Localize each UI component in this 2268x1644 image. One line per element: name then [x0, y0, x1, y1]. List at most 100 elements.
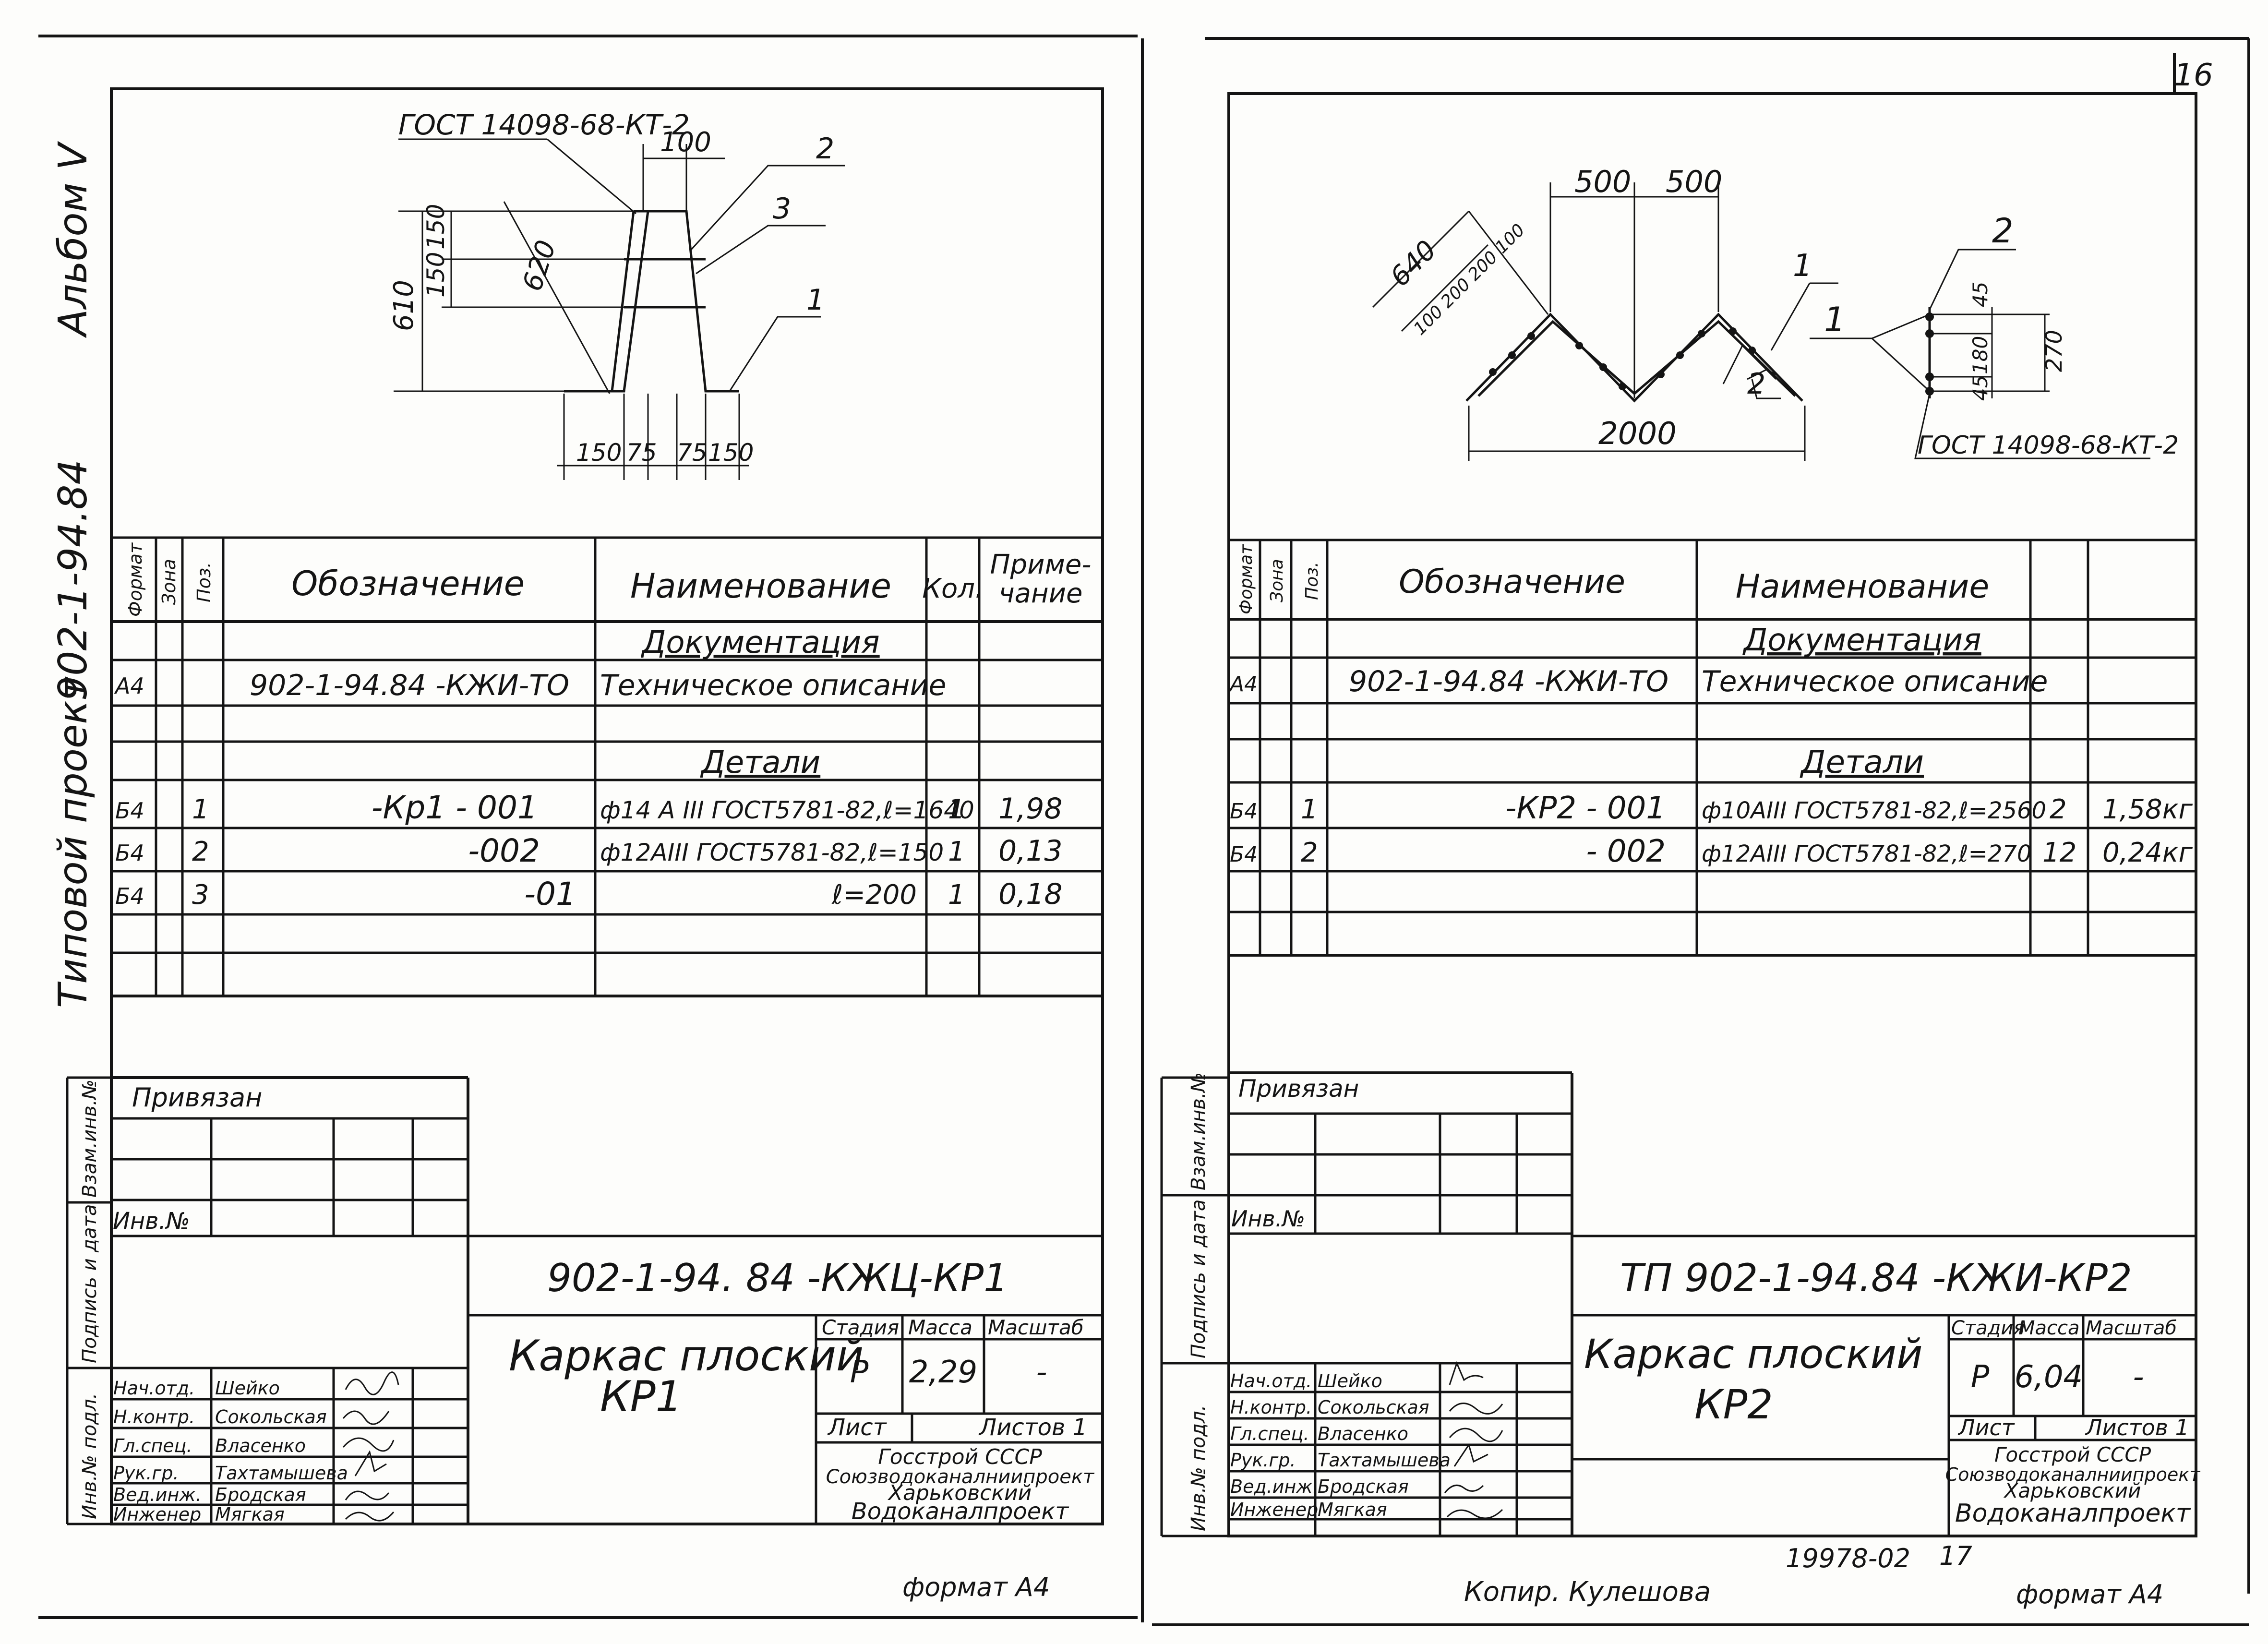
kr2-dim-45b: 45 — [1968, 375, 1992, 401]
signer-role: Рук.гр. — [1230, 1450, 1296, 1471]
table-cell: 1,58кг — [2102, 794, 2193, 825]
signer-role: Инженер — [113, 1504, 201, 1525]
signer-name: Тахтамышева — [1318, 1450, 1451, 1471]
table-cell: А4 — [1228, 672, 1258, 696]
kr1-privyazan: Привязан — [132, 1082, 262, 1113]
kr1-dim-b150l: 150 — [576, 439, 622, 467]
kr2-dim-500b: 500 — [1666, 164, 1722, 199]
kr2-dim-640: 640 — [1384, 234, 1443, 293]
table-cell: ф12АIII ГОСТ5781-82,ℓ=270 — [1702, 840, 2032, 867]
signer-name: Мягкая — [215, 1504, 285, 1525]
kr2-mass-header: Масса — [2018, 1317, 2080, 1339]
kr1-spec-table — [111, 536, 1103, 997]
kr2-side-label-vzam: Взам.инв.№ — [1188, 1072, 1210, 1190]
table-cell: 12 — [2042, 837, 2076, 868]
table-cell: 1,98 — [998, 792, 1063, 826]
signer-name: Тахтамышева — [215, 1463, 348, 1484]
table-cell: ф10АIII ГОСТ5781-82,ℓ=2560 — [1702, 797, 2046, 824]
kr1-dim-b150r: 150 — [708, 439, 754, 467]
kr1-scale-header: Масштаб — [988, 1316, 1084, 1339]
kr1-title-line1: Каркас плоский — [509, 1331, 864, 1380]
kr2-header-designation: Обозначение — [1399, 563, 1625, 601]
kr1-side-labels — [66, 1076, 111, 1525]
kr1-header-pos: Поз. — [193, 562, 215, 602]
kr2-side-labels — [1160, 1076, 1229, 1537]
kr1-dim-150a: 150 — [422, 252, 450, 298]
kr2-spec-table — [1229, 539, 2196, 957]
signer-role: Н.контр. — [1230, 1397, 1312, 1418]
kr1-rows: Документация А4 902-1-94.84 -КЖИ-ТО Техн… — [114, 625, 1063, 912]
signer-role: Вед.инж. — [1230, 1476, 1319, 1497]
signer-role: Нач.отд. — [113, 1378, 195, 1399]
side-album: Альбом V — [50, 141, 96, 338]
table-cell: Документация — [1742, 623, 1981, 658]
table-cell: Б4 — [115, 798, 144, 824]
kr1-side-label-inv: Инв.№ подл. — [79, 1393, 101, 1519]
kr1-dim-610: 610 — [388, 280, 420, 331]
kr1-drawing — [394, 138, 845, 480]
kr1-stamp-code: 902-1-94. 84 -КЖЦ-КР1 — [547, 1256, 1008, 1300]
kr1-callout-2: 2 — [816, 132, 834, 166]
kr2-org-4: Водоканалпроект — [1955, 1499, 2191, 1528]
kr2-header-format: Формат — [1236, 544, 1256, 614]
signer-role: Н.контр. — [113, 1406, 195, 1428]
table-cell: Техническое описание — [600, 669, 946, 702]
table-cell: 902-1-94.84 -КЖИ-ТО — [1349, 665, 1668, 698]
kr1-stage-header: Стадия — [822, 1316, 899, 1339]
table-cell: 1 — [192, 794, 209, 825]
table-cell: 0,18 — [998, 877, 1063, 911]
kr2-scale-header: Масштаб — [2086, 1317, 2177, 1339]
kr1-org-4: Водоканалпроект — [852, 1498, 1069, 1525]
table-cell: Б4 — [115, 840, 144, 866]
table-cell: 3 — [192, 879, 209, 911]
signer-name: Бродская — [215, 1484, 306, 1505]
table-cell: Техническое описание — [1702, 665, 2048, 698]
signer-name: Сокольская — [215, 1406, 327, 1428]
table-cell: Б4 — [1230, 842, 1258, 867]
table-cell: Документация — [640, 625, 879, 660]
table-cell: 1 — [1301, 794, 1318, 825]
kr1-mass-header: Масса — [908, 1316, 972, 1339]
signer-name: Сокольская — [1318, 1397, 1429, 1418]
kr1-inv-no: Инв.№ — [113, 1208, 190, 1235]
kr2-stage: Р — [1971, 1359, 1990, 1395]
kr2-dim-45a: 45 — [1968, 282, 1992, 307]
kr1-gost: ГОСТ 14098-68-КТ-2 — [398, 108, 690, 141]
table-cell: ℓ=200 — [831, 879, 917, 911]
kr2-side-label-podpis: Подпись и дата — [1188, 1200, 1210, 1358]
table-cell: 1 — [948, 879, 965, 911]
kr2-org-3: Харьковский — [2004, 1479, 2141, 1502]
table-cell: 902-1-94.84 -КЖИ-ТО — [250, 669, 569, 702]
kr2-sheet-no: 17 — [1939, 1541, 1972, 1571]
kr1-dim-150b: 150 — [422, 204, 450, 250]
kr2-drawing — [1372, 182, 2150, 461]
table-cell: Детали — [700, 745, 820, 780]
kr2-dim-100s: 100 200 200 100 — [1410, 220, 1529, 339]
kr2-stamp-code: ТП 902-1-94.84 -КЖИ-КР2 — [1620, 1256, 2132, 1300]
kr2-header-name: Наименование — [1736, 568, 1989, 606]
kr1-sheets-label: Листов 1 — [978, 1414, 1087, 1441]
kr2-dim-500a: 500 — [1574, 164, 1631, 199]
kr1-org-3: Харьковский — [888, 1481, 1032, 1505]
kr1-header-name: Наименование — [630, 566, 891, 606]
page-number: 16 — [2174, 58, 2213, 93]
kr1-sheet-label: Лист — [827, 1414, 888, 1441]
kr2-privyazan: Привязан — [1238, 1075, 1359, 1103]
kr1-signers: Нач.отд. Шейко Н.контр. Сокольская Гл.сп… — [113, 1378, 348, 1525]
kr2-header-pos: Поз. — [1302, 562, 1322, 600]
table-cell: ф14 А III ГОСТ5781-82,ℓ=1640 — [600, 796, 974, 824]
signer-role: Инженер — [1230, 1499, 1318, 1520]
kr2-dim-270: 270 — [2041, 330, 2067, 372]
table-cell: 2 — [2050, 794, 2067, 825]
kr1-dim-b75r: 75 — [677, 439, 708, 467]
kr1-dim-top: 100 — [660, 127, 711, 158]
kr1-side-label-vzam: Взам.инв.№ — [79, 1080, 101, 1198]
signer-name: Бродская — [1318, 1476, 1409, 1497]
kr2-stage-header: Стадия — [1951, 1317, 2025, 1339]
table-cell: 1 — [948, 836, 965, 867]
kr1-scale: - — [1036, 1355, 1047, 1390]
table-cell: 1 — [948, 794, 965, 825]
table-cell: 2 — [192, 836, 209, 867]
signer-role: Гл.спец. — [113, 1435, 192, 1456]
kr2-inv-no: Инв.№ — [1231, 1206, 1305, 1232]
